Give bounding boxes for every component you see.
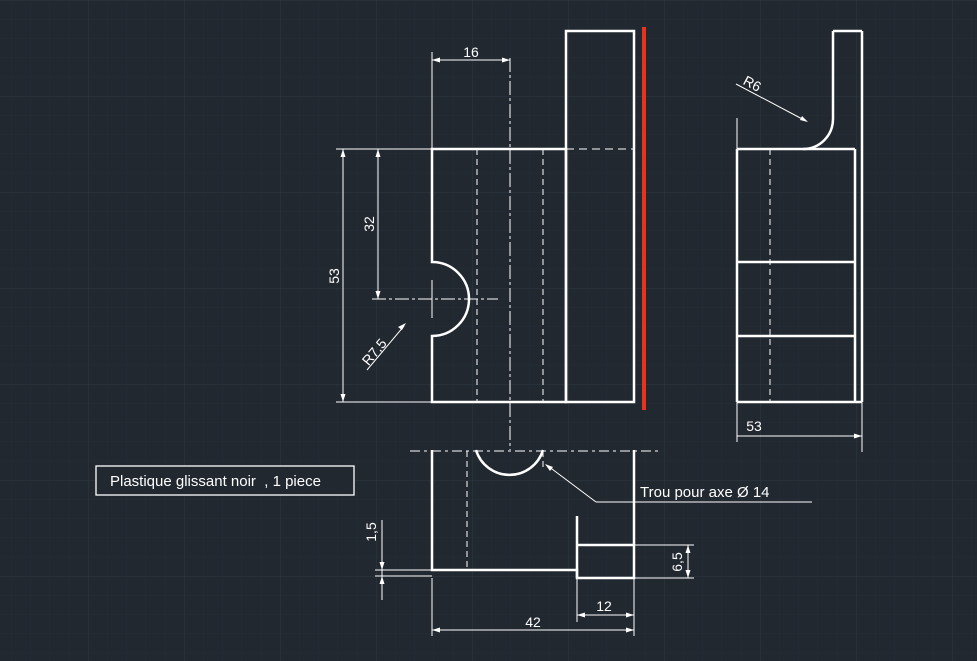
dim-label-r6: R6 [741,72,765,95]
dim-arrows-15 [379,562,385,584]
dim-label-53-left: 53 [326,268,342,284]
dim-label-16: 16 [463,44,479,60]
dim-label-65: 6,5 [669,552,685,572]
leader-r75 [366,325,405,371]
top-view[interactable] [375,449,812,636]
top-view-hole-arc [474,449,545,477]
front-view-upright[interactable] [564,29,636,404]
hole-annotation: Trou pour axe Ø 14 [640,484,770,501]
dim-label-42: 42 [525,614,541,630]
material-annotation: Plastique glissant noir , 1 piece [110,473,321,490]
dim-label-15: 1,5 [363,522,379,542]
dim-arrows-16 [432,57,510,63]
front-view[interactable] [336,29,636,450]
leader-arrow-r6 [800,116,808,122]
dim-label-53-right: 53 [746,418,762,434]
leader-hole-diag [547,465,597,503]
side-view-fillet [802,118,835,151]
dim-label-12: 12 [596,598,612,614]
leader-arrow-hole [545,464,553,471]
dim-label-32: 32 [361,216,377,232]
dim-arrows-65 [685,545,691,578]
dim-arrow-53-right [854,433,862,439]
side-view[interactable] [735,29,864,452]
leader-r6 [735,83,807,122]
material-note-box[interactable] [95,465,355,496]
leader-arrow-r75 [398,323,406,330]
front-view-outline[interactable] [430,147,568,404]
